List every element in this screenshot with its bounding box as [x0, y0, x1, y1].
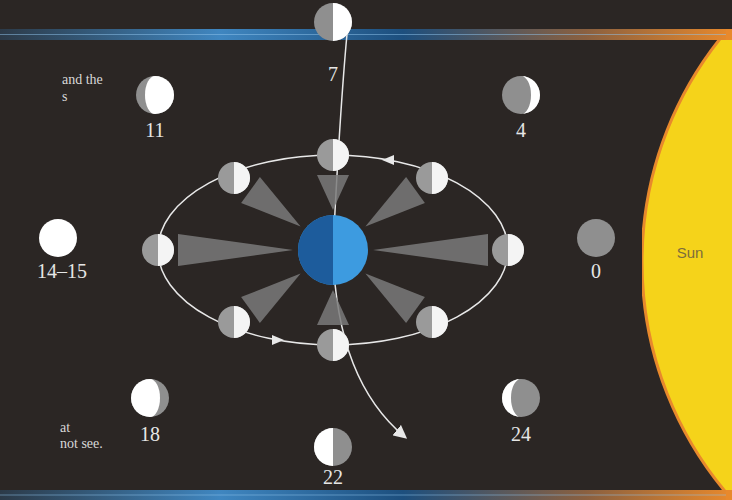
day-number: 4 — [516, 120, 526, 140]
view-wedge — [241, 274, 301, 323]
view-wedge — [241, 177, 301, 226]
day-number: 7 — [328, 64, 338, 84]
bottom-band — [0, 490, 732, 500]
day-number: 24 — [511, 424, 531, 444]
phase-lit — [314, 428, 333, 466]
orbit-moon — [317, 139, 349, 171]
bottom-band-line — [0, 495, 732, 496]
phase-moons — [39, 3, 615, 466]
orbit-moon — [142, 234, 174, 266]
phase-moon — [502, 379, 540, 417]
phase-moon — [39, 219, 77, 257]
phase-moon — [314, 428, 352, 466]
moon-lit-half — [333, 329, 349, 361]
phase-moon — [136, 76, 174, 114]
sun-label: Sun — [677, 244, 704, 261]
moon-lit-half — [432, 306, 448, 338]
moon-lit-half — [158, 234, 174, 266]
orbit-moon — [218, 162, 250, 194]
day-number: 11 — [145, 120, 164, 140]
view-wedge — [365, 177, 425, 226]
note-text: not see. — [60, 437, 103, 451]
view-wedge — [317, 175, 349, 210]
view-wedge — [365, 274, 425, 323]
phase-lit — [131, 379, 160, 417]
phase-lit — [333, 3, 352, 41]
orbit-arrow — [272, 335, 284, 345]
orbit — [158, 155, 508, 345]
view-wedge — [178, 234, 293, 266]
moon-lit-half — [234, 306, 250, 338]
note-text: and the — [62, 73, 103, 87]
orbit-moon — [416, 162, 448, 194]
phase-moon — [314, 3, 352, 41]
orbit-arrow — [382, 155, 394, 165]
phase-moon — [502, 76, 540, 114]
sun-disc — [642, 40, 732, 490]
phase-moon — [577, 219, 615, 257]
view-wedge — [317, 290, 349, 325]
moon-lit-half — [432, 162, 448, 194]
phase-moon — [131, 379, 169, 417]
view-wedge — [373, 234, 488, 266]
phase-lit — [502, 379, 521, 417]
day-number: 0 — [591, 261, 601, 281]
orbit-moons — [142, 139, 524, 361]
sun-shape: Sun — [642, 40, 732, 490]
day-number: 18 — [140, 424, 160, 444]
note-text: s — [62, 90, 67, 104]
day-number: 22 — [323, 467, 343, 487]
note-text: at — [60, 421, 70, 435]
top-band-line — [0, 34, 732, 35]
moon-lit-half — [508, 234, 524, 266]
earth-night-side — [298, 215, 333, 285]
moon-lit-half — [333, 139, 349, 171]
view-wedges — [178, 175, 488, 325]
sun-outline — [642, 40, 732, 490]
phase-lit — [145, 76, 174, 114]
earth — [298, 215, 368, 285]
moon-lit-half — [234, 162, 250, 194]
orbit-moon — [218, 306, 250, 338]
orbit-moon — [492, 234, 524, 266]
top-band — [0, 29, 732, 40]
day-number: 14–15 — [37, 261, 87, 281]
phase-lit — [521, 76, 540, 114]
orbit-moon — [317, 329, 349, 361]
orbit-moon — [416, 306, 448, 338]
